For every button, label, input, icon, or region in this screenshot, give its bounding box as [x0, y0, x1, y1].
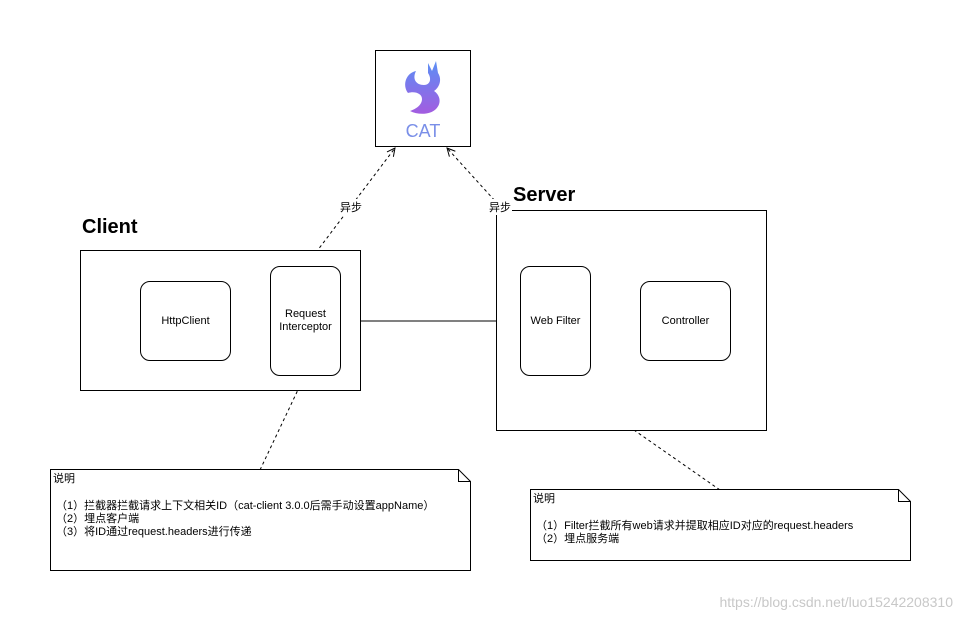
client-note-line: （2）埋点客户端: [56, 513, 140, 525]
watermark: https://blog.csdn.net/luo15242208310: [719, 594, 953, 610]
server-note-line: （2）埋点服务端: [536, 533, 620, 545]
server-note-line: （1）Filter拦截所有web请求并提取相应ID对应的request.head…: [536, 520, 854, 532]
client-note-heading: 说明: [53, 473, 75, 485]
cat-logo-icon: [405, 61, 441, 114]
server-note-heading: 说明: [533, 493, 555, 505]
httpclient-node[interactable]: HttpClient: [140, 281, 231, 361]
server-async-label: 异步: [488, 199, 512, 215]
client-async-label: 异步: [339, 199, 363, 215]
client-note-line: （1）拦截器拦截请求上下文相关ID（cat-client 3.0.0后需手动设置…: [56, 500, 435, 512]
client-note-shape: [50, 469, 471, 571]
client-note-body: （1）拦截器拦截请求上下文相关ID（cat-client 3.0.0后需手动设置…: [56, 500, 434, 539]
server-note-body: （1）Filter拦截所有web请求并提取相应ID对应的request.head…: [536, 520, 853, 546]
controller-node[interactable]: Controller: [640, 281, 731, 361]
server-title: Server: [513, 184, 576, 206]
client-title: Client: [82, 216, 138, 238]
request-interceptor-node[interactable]: Request Interceptor: [270, 266, 341, 376]
server-note-shape: [530, 489, 911, 561]
web-filter-node[interactable]: Web Filter: [520, 266, 591, 376]
client-note-line: （3）将ID通过request.headers进行传递: [56, 526, 252, 538]
cat-logo-box: CAT: [375, 50, 471, 147]
cat-logo-text: CAT: [405, 121, 441, 141]
